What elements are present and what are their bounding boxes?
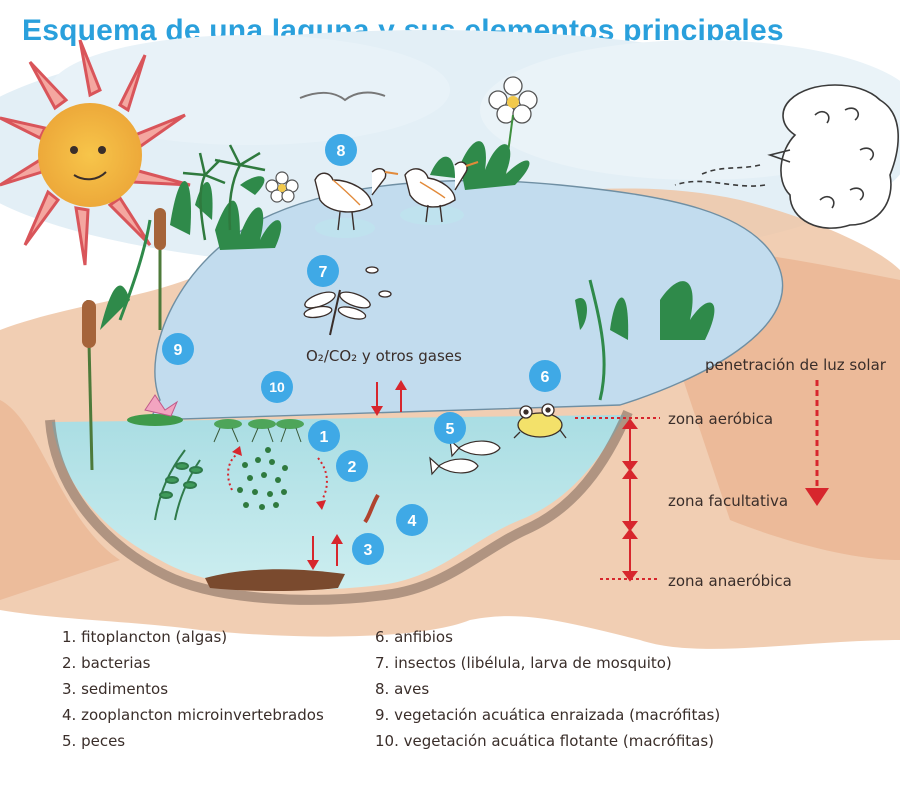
floating-plants-icon <box>213 419 304 443</box>
light-penetration-label: penetración de luz solar <box>705 356 887 374</box>
phytoplankton-dots <box>237 447 288 510</box>
marker-9: 9 <box>162 333 194 365</box>
svg-text:1: 1 <box>320 429 329 446</box>
zone-label-facultative: zona facultativa <box>668 492 788 510</box>
marker-8: 8 <box>325 134 357 166</box>
sediment-layer <box>205 569 345 591</box>
legend-item: 4. zooplancton microinvertebrados <box>62 706 324 724</box>
legend-item: 9. vegetación acuática enraizada (macróf… <box>375 706 721 724</box>
bird-icon <box>314 161 479 238</box>
marker-7: 7 <box>307 255 339 287</box>
svg-text:2: 2 <box>348 459 357 476</box>
marker-2: 2 <box>336 450 368 482</box>
pond-surface <box>148 179 784 421</box>
water-lily-icon <box>127 394 183 426</box>
marker-1: 1 <box>308 420 340 452</box>
legend-item: 10. vegetación acuática flotante (macróf… <box>375 732 715 750</box>
dragonfly-icon <box>303 289 371 336</box>
legend-item: 6. anfibios <box>375 628 453 646</box>
gases-label: O₂/CO₂ y otros gases <box>306 347 462 365</box>
svg-text:10: 10 <box>269 379 285 395</box>
legend-left: 1. fitoplancton (algas) 2. bacterias 3. … <box>62 624 324 754</box>
pond-water <box>52 415 625 590</box>
legend-item: 8. aves <box>375 680 430 698</box>
bank-vegetation <box>100 141 715 401</box>
gas-exchange-arrows <box>307 380 407 570</box>
sun-icon <box>0 39 191 266</box>
svg-text:5: 5 <box>446 421 455 438</box>
marker-4: 4 <box>396 504 428 536</box>
worm-icon <box>363 493 380 524</box>
legend-item: 7. insectos (libélula, larva de mosquito… <box>375 654 672 672</box>
palm-tree-icon <box>182 144 266 241</box>
marker-10: 10 <box>261 371 293 403</box>
cycle-arrows <box>227 454 328 501</box>
svg-text:7: 7 <box>319 264 328 281</box>
cattail-icon <box>82 208 166 471</box>
legend-item: 2. bacterias <box>62 654 151 672</box>
seagull-icon <box>299 91 386 102</box>
svg-text:8: 8 <box>337 143 346 160</box>
zone-depth-scale <box>575 417 660 582</box>
legend-item: 5. peces <box>62 732 126 750</box>
light-penetration-arrow <box>805 380 829 506</box>
svg-text:4: 4 <box>408 513 417 530</box>
wind-cloud-icon <box>674 84 899 229</box>
legend-right: 6. anfibios 7. insectos (libélula, larva… <box>375 624 720 754</box>
legend-item: 3. sedimentos <box>62 680 169 698</box>
marker-3: 3 <box>352 533 384 565</box>
pond-bed <box>45 410 633 605</box>
zone-label-aerobic: zona aeróbica <box>668 410 773 428</box>
marker-5: 5 <box>434 412 466 444</box>
submerged-weed-icon <box>154 449 203 521</box>
zone-label-anaerobic: zona anaeróbica <box>668 572 792 590</box>
legend-item: 1. fitoplancton (algas) <box>62 628 228 646</box>
mosquito-icon <box>365 266 392 298</box>
svg-text:6: 6 <box>541 369 550 386</box>
fish-icon <box>429 438 501 476</box>
svg-text:3: 3 <box>364 542 373 559</box>
svg-text:9: 9 <box>174 342 183 359</box>
marker-6: 6 <box>529 360 561 392</box>
frog-icon <box>513 403 567 439</box>
